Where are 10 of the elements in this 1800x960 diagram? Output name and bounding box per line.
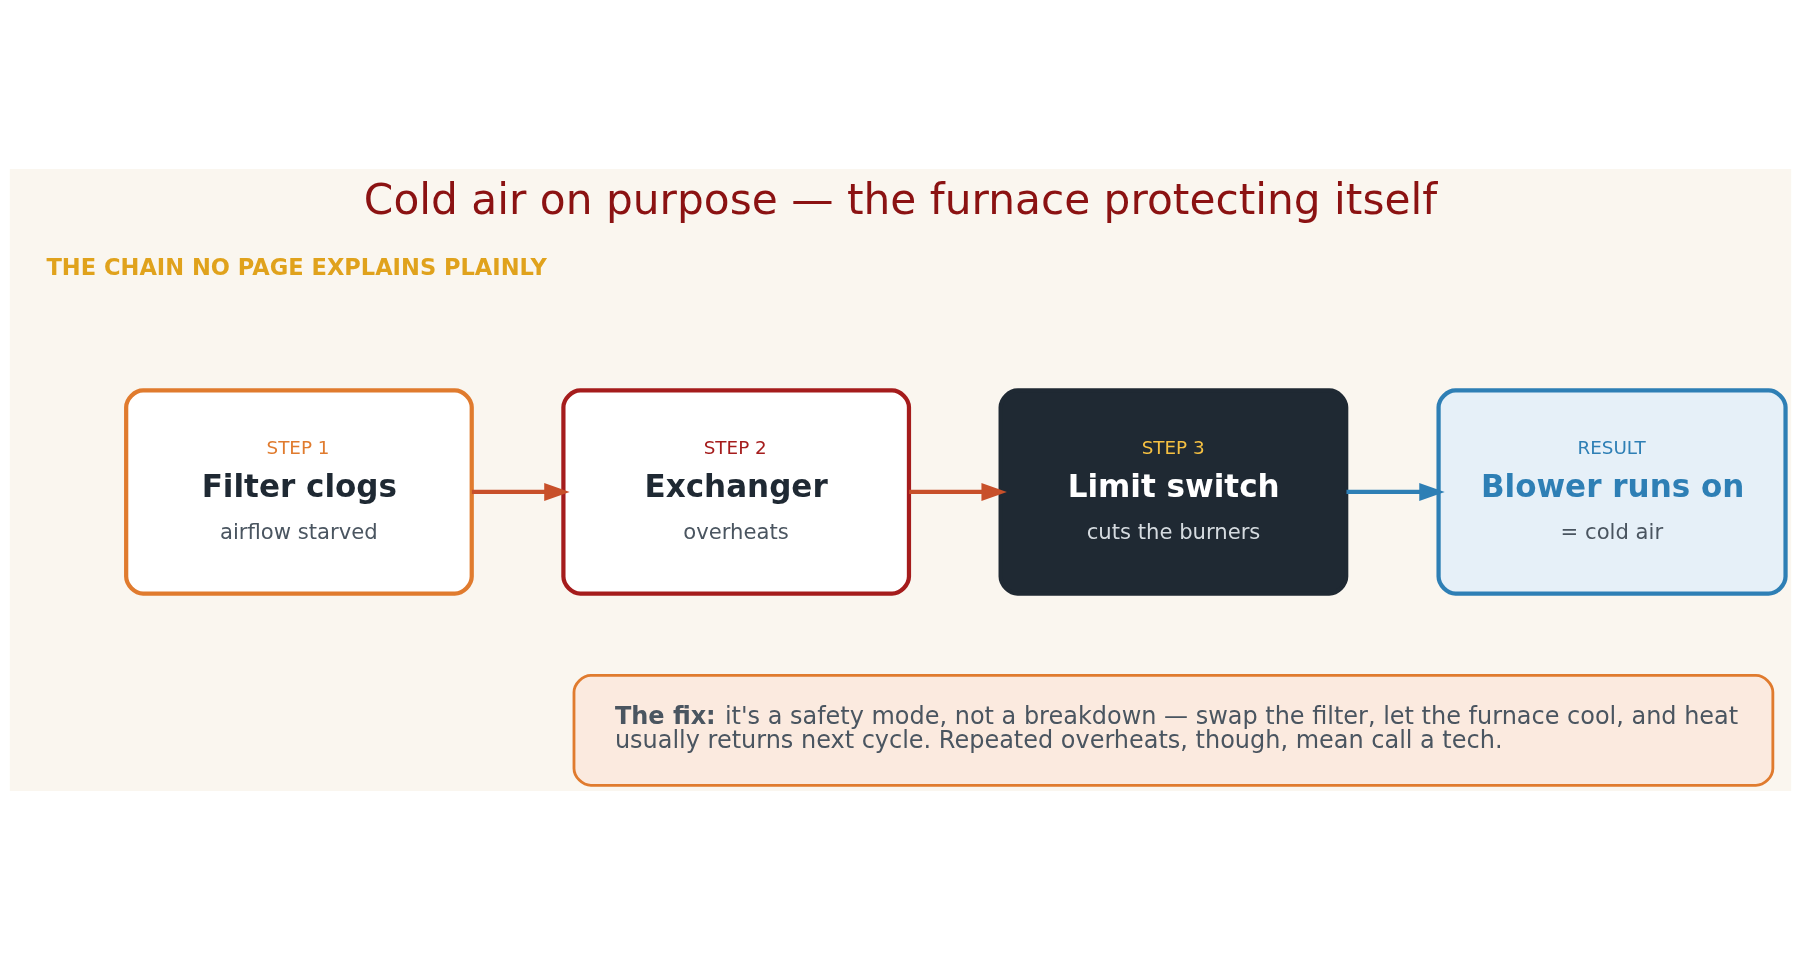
label: THE CHAIN NO PAGE EXPLAINS PLAINLY: [45, 253, 547, 280]
node-box: RESULT Blower runs on = cold air: [1435, 388, 1788, 596]
node-box: STEP 2 Exchanger overheats: [560, 388, 911, 596]
arrow: [1346, 483, 1445, 501]
arrow: [471, 483, 570, 501]
diagram-title: Cold air on purpose — the furnace protecting itself: [363, 175, 1437, 225]
node-box: STEP 3 Limit switch cuts the burners: [998, 388, 1348, 596]
arrow: [908, 483, 1007, 501]
node-box: STEP 1 Filter clogs airflow starved: [123, 388, 474, 596]
node-box: The fix: it's a safety mode, not a breakdown — swap the filter, let the furnace cool, and heat usually returns next cycle. Repeated overheats, though, mean call a tech.: [572, 673, 1774, 787]
